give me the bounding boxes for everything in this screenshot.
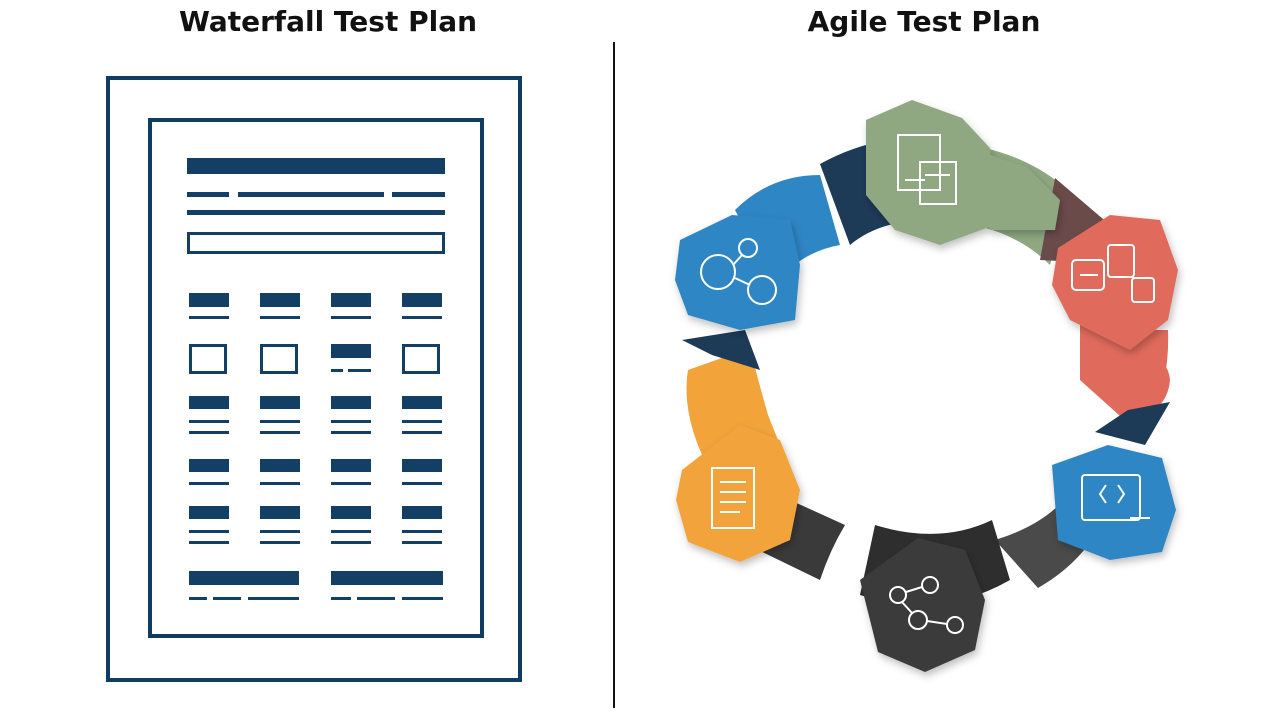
table-header-cell	[402, 293, 442, 307]
table-cell-line	[402, 431, 442, 434]
table-cell-line	[402, 541, 442, 544]
table-cell-line	[189, 530, 229, 533]
table-cell-line	[189, 482, 229, 485]
table-cell-line	[331, 541, 371, 544]
doc-text-line	[238, 192, 384, 197]
table-checkbox-cell	[402, 344, 440, 374]
workflow-icon	[1071, 244, 1155, 303]
table-header-cell	[331, 293, 371, 307]
table-cell-line	[189, 431, 229, 434]
ring-arrow-right-lower	[1095, 402, 1170, 445]
doc-footer-line	[189, 597, 207, 600]
table-cell-line	[402, 482, 442, 485]
card-network	[860, 538, 985, 672]
laptop-code-icon	[1081, 474, 1150, 521]
agile-cycle-diagram	[675, 100, 1178, 672]
network-icon	[889, 576, 964, 634]
table-checkbox-cell	[260, 344, 298, 374]
card-documents	[866, 100, 1060, 245]
table-cell-line	[331, 369, 343, 372]
table-cell-bar	[260, 396, 300, 409]
table-cell-line	[331, 420, 371, 423]
table-filled-cell	[331, 344, 371, 358]
table-cell-bar	[331, 396, 371, 409]
center-divider	[613, 42, 615, 708]
doc-footer-line	[248, 597, 299, 600]
card-laptop-code	[1052, 445, 1176, 560]
table-cell-bar	[260, 459, 300, 472]
table-cell-bar	[189, 396, 229, 409]
doc-field-box	[187, 232, 445, 254]
table-cell-bar	[402, 396, 442, 409]
table-cell-line	[189, 316, 229, 319]
card-workflow-bg	[1052, 215, 1178, 350]
documents-icon	[897, 134, 957, 205]
card-documents-tab	[970, 148, 1060, 230]
brainstorm-icon	[700, 238, 777, 305]
doc-footer-bar	[331, 571, 443, 585]
table-cell-line	[402, 316, 442, 319]
doc-footer-bar	[189, 571, 299, 585]
table-header-cell	[260, 293, 300, 307]
card-checklist	[676, 425, 800, 562]
table-cell-line	[260, 420, 300, 423]
doc-footer-line	[331, 597, 351, 600]
doc-text-line	[392, 192, 445, 197]
table-cell-line	[348, 369, 371, 372]
table-cell-line	[260, 530, 300, 533]
table-cell-bar	[260, 506, 300, 519]
table-header-cell	[189, 293, 229, 307]
table-cell-line	[331, 431, 371, 434]
waterfall-title: Waterfall Test Plan	[178, 5, 478, 38]
table-cell-line	[189, 541, 229, 544]
ring-segment-right-lower	[1095, 330, 1169, 425]
doc-text-line	[187, 210, 445, 215]
waterfall-document-page	[148, 118, 484, 638]
table-cell-line	[260, 431, 300, 434]
table-cell-bar	[331, 459, 371, 472]
doc-text-line	[187, 192, 229, 197]
agile-title: Agile Test Plan	[807, 5, 1041, 38]
table-cell-line	[189, 420, 229, 423]
card-brainstorm-bg	[675, 215, 800, 330]
table-cell-line	[331, 530, 371, 533]
table-cell-bar	[189, 459, 229, 472]
doc-heading-bar	[187, 158, 445, 174]
table-cell-line	[260, 482, 300, 485]
doc-footer-line	[357, 597, 395, 600]
table-cell-line	[402, 420, 442, 423]
table-cell-line	[331, 482, 371, 485]
ring-arrow-left	[682, 330, 760, 370]
table-cell-line	[260, 541, 300, 544]
doc-footer-line	[213, 597, 241, 600]
table-cell-bar	[331, 506, 371, 519]
table-cell-line	[402, 530, 442, 533]
card-checklist-bg	[676, 425, 800, 562]
doc-footer-line	[402, 597, 443, 600]
checklist-icon	[711, 467, 755, 529]
card-brainstorm	[675, 215, 800, 330]
table-cell-bar	[189, 506, 229, 519]
card-laptop-code-bg	[1052, 445, 1176, 560]
table-checkbox-cell	[189, 344, 227, 374]
card-network-bg	[860, 538, 985, 672]
table-cell-line	[331, 316, 371, 319]
table-cell-bar	[402, 459, 442, 472]
table-cell-line	[260, 316, 300, 319]
table-cell-bar	[402, 506, 442, 519]
card-workflow	[1052, 215, 1178, 350]
